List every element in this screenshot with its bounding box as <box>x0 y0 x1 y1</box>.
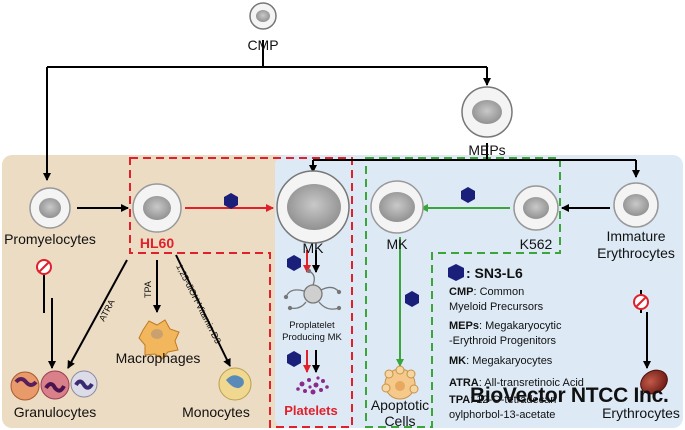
hl60-label: HL60 <box>140 235 174 251</box>
mk-cell-icon <box>276 170 350 244</box>
inhibit-icon <box>36 259 52 275</box>
legend-item: ATRA: All-transretinoic Acid <box>449 377 584 389</box>
legend-item-key: TPA <box>449 394 470 406</box>
legend-item-description: oylphorbol-13-acetate <box>449 409 555 421</box>
immature-label: Immature <box>606 228 665 244</box>
proplatelet-label: Proplatelet <box>289 320 335 331</box>
legend-item-description: -Erythroid Progenitors <box>449 335 556 347</box>
sn3-l6-hexagon-icons <box>224 187 475 367</box>
platelets-label: Platelets <box>284 403 337 418</box>
granulocytes-icon <box>10 370 98 401</box>
cells-label: Cells <box>384 413 415 429</box>
legend-item-key: ATRA <box>449 377 479 389</box>
macrophage-icon <box>138 319 180 360</box>
erythrocyte-icon <box>640 369 668 395</box>
hl60-cell-icon <box>132 183 182 233</box>
apoptotic-cells-icon <box>381 365 419 400</box>
legend-item: oylphorbol-13-acetate <box>449 409 555 421</box>
monocytes-label: Monocytes <box>182 404 250 420</box>
legend-item: CMP: Common <box>449 286 524 298</box>
proplatelet-mk-icon <box>283 268 342 311</box>
mk-right-label: MK <box>387 236 409 252</box>
legend-compound-label: : SN3-L6 <box>466 265 523 281</box>
producing-mk-label: Producing MK <box>282 332 342 343</box>
legend-item-description: : 12-O-tetradecan <box>470 394 556 406</box>
erythrocytes-bottom-label: Erythrocytes <box>602 405 680 421</box>
monocyte-icon <box>218 367 252 401</box>
legend-item-description: : All-transretinoic Acid <box>479 377 584 389</box>
mk-right-cell-icon <box>370 180 424 234</box>
legend-item: Myeloid Precursors <box>449 301 544 313</box>
meps-cell-icon <box>461 86 513 138</box>
legend-item-key: MK <box>449 355 466 367</box>
legend-item: TPA: 12-O-tetradecan <box>449 394 556 406</box>
legend-item-description: : Megakaryocytic <box>479 320 562 332</box>
legend-item-description: Myeloid Precursors <box>449 301 544 313</box>
promyelocytes-label: Promyelocytes <box>4 231 96 247</box>
cmp-label: CMP <box>247 37 278 53</box>
meps-label: MEPs <box>468 142 505 158</box>
legend-item-description: : Common <box>473 286 524 298</box>
k562-label: K562 <box>520 236 553 252</box>
mk-left-label: MK <box>303 240 325 256</box>
macrophages-label: Macrophages <box>116 350 201 366</box>
legend-item-key: MEPs <box>449 320 479 332</box>
watermark-text: BioVector NTCC Inc. <box>470 384 669 407</box>
tpa-edge-label: TPA <box>143 281 153 298</box>
legend-item-description: : Megakaryocytes <box>466 355 553 367</box>
platelets-icon <box>296 376 329 395</box>
legend-item-key: CMP <box>449 286 473 298</box>
promyelocyte-cell-icon <box>29 187 71 229</box>
k562-green-dashed-box <box>365 157 561 428</box>
legend-item: MEPs: Megakaryocytic <box>449 320 562 332</box>
legend-item: MK: Megakaryocytes <box>449 355 553 367</box>
legend-item: -Erythroid Progenitors <box>449 335 556 347</box>
immature-erythrocyte-cell-icon <box>613 182 659 228</box>
hl60-red-dashed-box <box>129 157 353 428</box>
apoptotic-label: Apoptotic <box>371 397 429 413</box>
erythrocytes-top-label: Erythrocytes <box>597 245 675 261</box>
cmp-cell-icon <box>249 2 277 30</box>
inhibit-icon <box>633 294 649 310</box>
granulocytes-label: Granulocytes <box>14 404 96 420</box>
k562-cell-icon <box>513 185 559 231</box>
lineage-lines <box>43 40 651 373</box>
